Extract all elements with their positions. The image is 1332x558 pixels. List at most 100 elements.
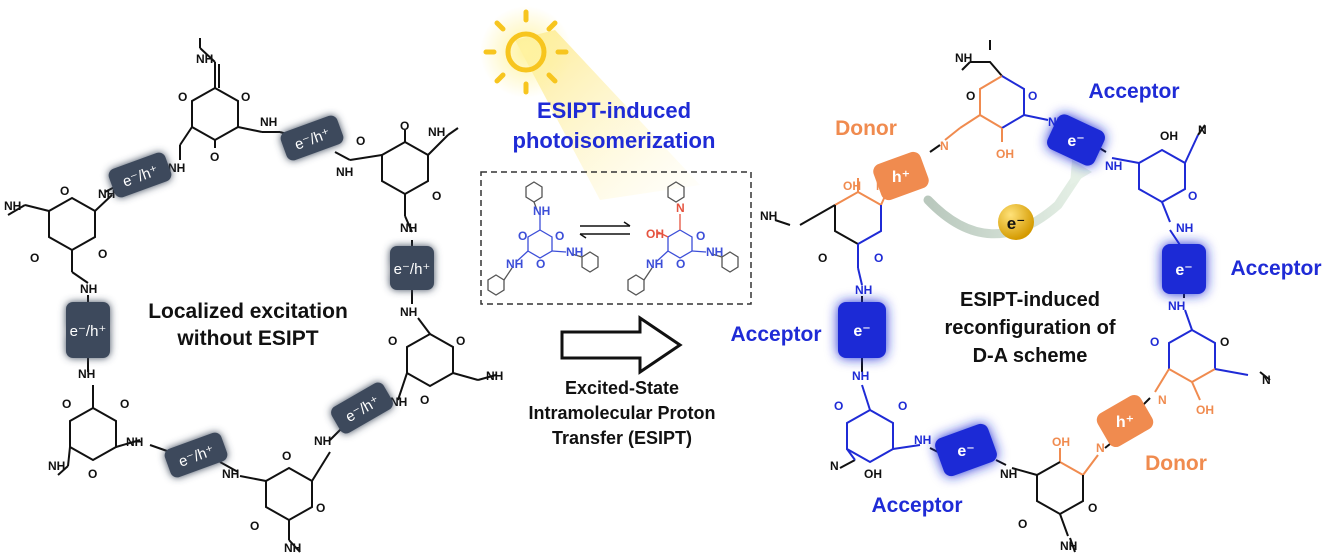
atom-label: NH xyxy=(506,257,523,271)
atom-label: NH xyxy=(80,282,97,296)
atom-label: O xyxy=(818,251,827,265)
atom-label: N xyxy=(676,201,685,215)
atom-label: O xyxy=(30,251,39,265)
atom-label: O xyxy=(834,399,843,413)
eh-node: e⁻/h⁺ xyxy=(164,432,228,478)
atom-label: N xyxy=(940,139,949,153)
atom-label: NH xyxy=(4,199,21,213)
isomer-inset-frame xyxy=(480,171,752,305)
atom-label: O xyxy=(356,134,365,148)
atom-label: O xyxy=(282,449,291,463)
atom-label: O xyxy=(1018,517,1027,531)
atom-label: NH xyxy=(336,165,353,179)
atom-label: O xyxy=(1088,501,1097,515)
atom-label: N xyxy=(1096,441,1105,455)
atom-label: O xyxy=(874,251,883,265)
atom-label: NH xyxy=(706,245,723,259)
atom-label: NH xyxy=(196,52,213,66)
arrow-head xyxy=(1070,160,1092,185)
donor-label-top: Donor xyxy=(835,117,897,140)
atom-label: O xyxy=(388,334,397,348)
atom-label: N xyxy=(1158,393,1167,407)
center-panel: ESIPT-induced photoisomerization O O O N… xyxy=(480,6,752,448)
atom-label: N xyxy=(830,459,839,473)
acceptor-node: e⁻ xyxy=(838,302,886,358)
atom-label: O xyxy=(250,519,259,533)
isomer-left-molecule xyxy=(487,181,599,296)
svg-text:h⁺: h⁺ xyxy=(892,169,910,186)
acceptor-node: e⁻ xyxy=(935,423,997,477)
atom-label: O xyxy=(432,189,441,203)
atom-label: NH xyxy=(855,283,872,297)
eh-node: e⁻/h⁺ xyxy=(108,152,172,198)
atom-label: NH xyxy=(78,367,95,381)
equilibrium-arrows xyxy=(579,221,631,239)
atom-label: NH xyxy=(566,245,583,259)
atom-label: O xyxy=(210,150,219,164)
acceptor-label-bottom: Acceptor xyxy=(871,494,962,517)
svg-text:e⁻: e⁻ xyxy=(957,443,974,460)
atom-label: NH xyxy=(914,433,931,447)
atom-label: NH xyxy=(1176,221,1193,235)
svg-text:e⁻/h⁺: e⁻/h⁺ xyxy=(70,323,107,340)
atom-label: NH xyxy=(400,221,417,235)
atom-label: O xyxy=(676,257,685,271)
left-nodes: e⁻/h⁺ e⁻/h⁺ e⁻/h⁺ e⁻/h⁺ e⁻/h⁺ e⁻/h⁺ xyxy=(66,115,434,478)
atom-label: OH xyxy=(996,147,1014,161)
donor-label-bottom: Donor xyxy=(1145,452,1207,475)
atom-label: NH xyxy=(126,435,143,449)
atom-label: NH xyxy=(260,115,277,129)
process-line2: Intramolecular Proton xyxy=(528,403,715,423)
atom-label: O xyxy=(518,229,527,243)
left-title-line1: Localized excitation xyxy=(148,300,348,323)
atom-label: N xyxy=(1262,373,1271,387)
atom-label: N xyxy=(1198,123,1207,137)
atom-label: O xyxy=(1150,335,1159,349)
atom-label: NH xyxy=(852,369,869,383)
atom-label: O xyxy=(98,247,107,261)
atom-label: NH xyxy=(168,161,185,175)
atom-label: NH xyxy=(486,369,503,383)
svg-text:h⁺: h⁺ xyxy=(1116,414,1134,431)
atom-label: NH xyxy=(428,125,445,139)
atom-label: NH xyxy=(955,51,972,65)
process-line3: Transfer (ESIPT) xyxy=(552,428,692,448)
atom-label: OH xyxy=(1052,435,1070,449)
atom-label: OH xyxy=(864,467,882,481)
atom-label: O xyxy=(456,334,465,348)
atom-label: O xyxy=(120,397,129,411)
atom-label: O xyxy=(536,257,545,271)
esipt-label-line2: photoisomerization xyxy=(513,128,716,153)
atom-label: O xyxy=(966,89,975,103)
eh-node: e⁻/h⁺ xyxy=(390,246,434,290)
right-title-line2: reconfiguration of xyxy=(944,317,1115,339)
electron-ball-icon: e⁻ xyxy=(998,204,1034,240)
eh-node: e⁻/h⁺ xyxy=(66,302,110,358)
process-arrow xyxy=(560,315,683,375)
left-atom-labels: NH O O O NH NH O NH O O NH NH O NH NH O … xyxy=(4,52,503,555)
right-title-line3: D-A scheme xyxy=(973,345,1088,367)
atom-label: NH xyxy=(1105,159,1122,173)
left-title-line2: without ESIPT xyxy=(176,327,318,350)
atom-label: NH xyxy=(222,467,239,481)
atom-label: NH xyxy=(646,257,663,271)
atom-label: NH xyxy=(760,209,777,223)
atom-label: NH xyxy=(1060,539,1077,553)
atom-label: O xyxy=(1028,89,1037,103)
atom-label: O xyxy=(1188,189,1197,203)
atom-label: NH xyxy=(400,305,417,319)
svg-text:e⁻: e⁻ xyxy=(1175,262,1192,279)
atom-label: O xyxy=(898,399,907,413)
atom-label: O xyxy=(60,184,69,198)
right-framework: NH O O OH N NH OH N NH O NH NH OH N O O … xyxy=(730,40,1322,553)
atom-label: NH xyxy=(48,459,65,473)
right-bonds-black xyxy=(774,40,1271,553)
atom-label: OH xyxy=(646,227,664,241)
donor-node: h⁺ xyxy=(873,151,929,201)
atom-label: OH xyxy=(1196,403,1214,417)
electron-transfer-arrow xyxy=(923,167,1085,239)
acceptor-label-right: Acceptor xyxy=(1230,257,1321,280)
atom-label: NH xyxy=(390,395,407,409)
atom-label: O xyxy=(88,467,97,481)
